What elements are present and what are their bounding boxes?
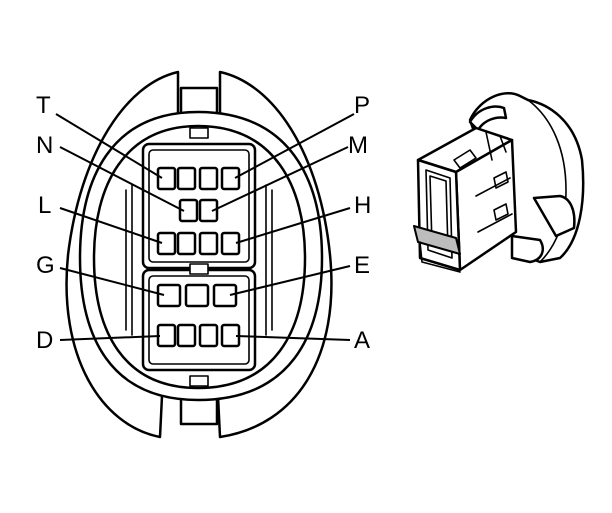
pin-label-P: P — [354, 92, 370, 119]
leader-L — [59, 207, 163, 244]
housing-inner — [92, 124, 307, 390]
leader-T — [55, 113, 163, 179]
leader-A — [235, 335, 351, 341]
connector-isometric-view — [413, 92, 585, 273]
bottom-latch — [179, 396, 219, 426]
pin-label-E: E — [354, 252, 370, 279]
pin-label-A: A — [354, 327, 370, 354]
pin-label-L: L — [38, 192, 51, 219]
leader-H — [235, 207, 351, 244]
pin-label-H: H — [354, 192, 371, 219]
pin-label-D: D — [36, 327, 53, 354]
leader-G — [59, 267, 165, 296]
pin-label-N: N — [36, 132, 53, 159]
leader-P — [234, 113, 355, 179]
leader-M — [211, 146, 349, 212]
leader-N — [59, 146, 185, 212]
connector-end-view: T N L G D P M H E A — [36, 70, 371, 439]
leader-E — [229, 265, 351, 296]
leader-D — [59, 335, 161, 341]
pin-label-G: G — [36, 252, 55, 279]
top-latch — [179, 86, 219, 116]
pin-label-M: M — [348, 132, 368, 159]
pin-label-T: T — [36, 92, 51, 119]
